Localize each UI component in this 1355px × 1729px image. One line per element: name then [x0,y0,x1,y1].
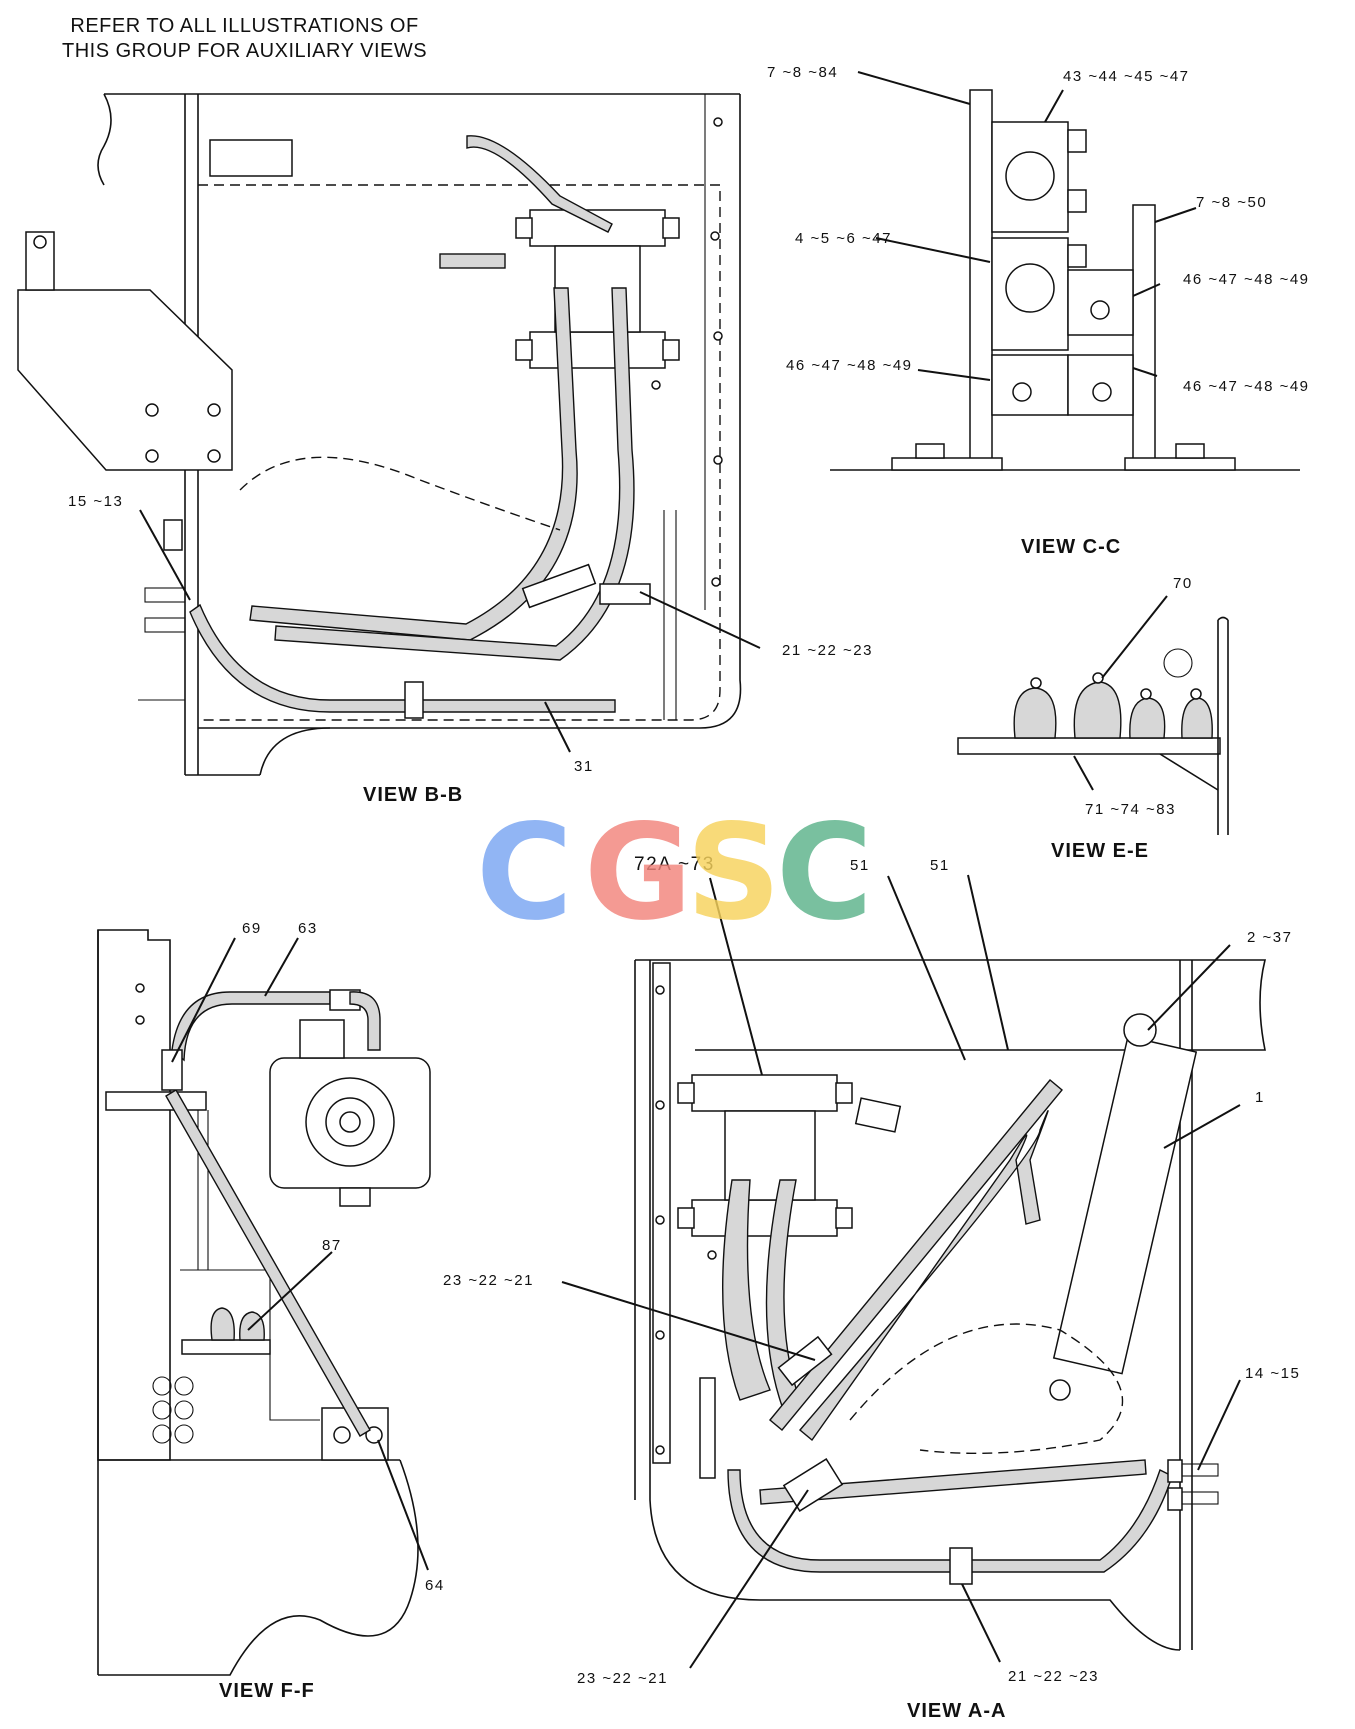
callout-46-47-48-49-lower: 46 ~47 ~48 ~49 [1183,378,1310,395]
cgsc-watermark-logo: C G S C [476,796,896,950]
callout-63: 63 [298,920,318,937]
callout-1: 1 [1255,1089,1265,1106]
callout-51-right: 51 [930,857,950,874]
callout-70: 70 [1173,575,1193,592]
watermark-letter-c1: C [476,796,573,950]
view-ff-drawing [97,929,431,1676]
callout-14-15: 14 ~15 [1245,1365,1301,1382]
callout-51-left: 51 [850,857,870,874]
view-aa-title: VIEW A-A [907,1700,1007,1722]
callout-71-74-83: 71 ~74 ~83 [1085,801,1176,818]
callout-7-8-50: 7 ~8 ~50 [1196,194,1268,211]
callout-15-13: 15 ~13 [68,493,124,510]
view-bb-title: VIEW B-B [363,784,464,806]
callout-23-22-21-lower: 23 ~22 ~21 [577,1670,668,1687]
view-aa-drawing [634,959,1267,1651]
view-ee-title: VIEW E-E [1051,840,1150,862]
view-ee-drawing [957,616,1229,835]
callout-43-44-45-47: 43 ~44 ~45 ~47 [1063,68,1190,85]
callout-7-8-84: 7 ~8 ~84 [767,64,839,81]
callout-64: 64 [425,1577,445,1594]
callout-4-5-6-47: 4 ~5 ~6 ~47 [795,230,892,247]
reference-note: REFER TO ALL ILLUSTRATIONS OF THIS GROUP… [62,14,427,64]
watermark-letter-c2: C [776,796,873,950]
watermark-letter-s: S [686,796,782,950]
view-ff-title: VIEW F-F [219,1680,315,1702]
callout-69: 69 [242,920,262,937]
watermark-letter-g: G [584,796,693,950]
callout-2-37: 2 ~37 [1247,929,1293,946]
reference-note-line-1: REFER TO ALL ILLUSTRATIONS OF [70,15,419,37]
callout-23-22-21-upper: 23 ~22 ~21 [443,1272,534,1289]
callout-87: 87 [322,1237,342,1254]
callout-46-47-48-49-upper: 46 ~47 ~48 ~49 [1183,271,1310,288]
view-cc-title: VIEW C-C [1021,536,1122,558]
callout-72a-73: 72A ~73 [634,854,715,875]
callout-21-22-23-aa: 21 ~22 ~23 [1008,1668,1099,1685]
callout-46-47-48-49-left: 46 ~47 ~48 ~49 [786,357,913,374]
callout-leader-lines [139,71,1241,1669]
view-bb-drawing [17,93,742,776]
view-cc-drawing [830,89,1300,471]
callout-31: 31 [574,758,594,775]
reference-note-line-2: THIS GROUP FOR AUXILIARY VIEWS [62,40,428,62]
callout-21-22-23-bb: 21 ~22 ~23 [782,642,873,659]
